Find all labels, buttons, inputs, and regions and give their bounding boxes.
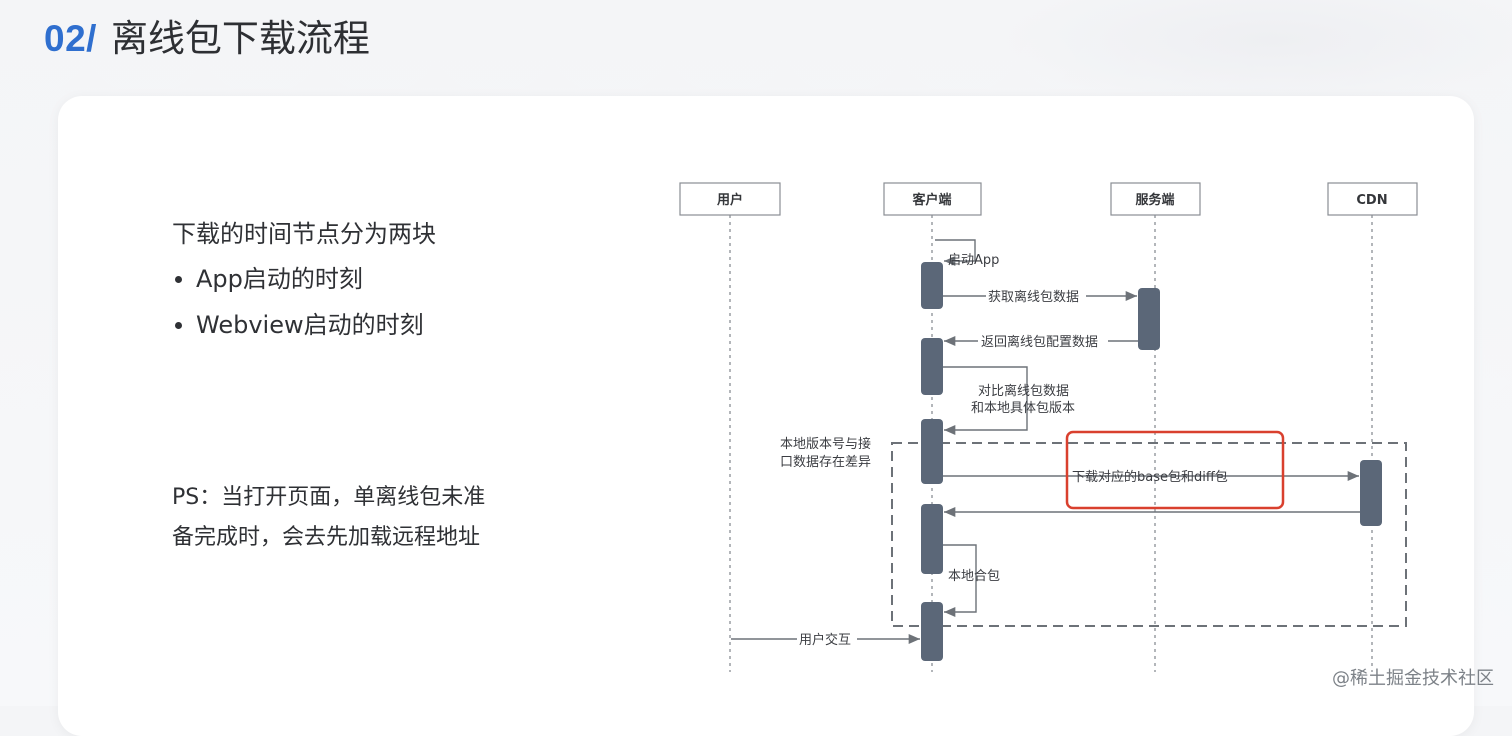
participant-server-label: 服务端 — [1135, 192, 1174, 208]
arrow-compare — [943, 366, 1028, 436]
label-return-config: 返回离线包配置数据 — [981, 334, 1098, 350]
lifelines — [729, 215, 1373, 672]
activation-client-3 — [921, 419, 943, 484]
highlight-box — [1065, 430, 1285, 510]
participant-user-label: 用户 — [716, 192, 743, 208]
label-merge: 本地合包 — [948, 569, 1000, 584]
participant-client-label: 客户端 — [912, 192, 951, 208]
label-download: 下载对应的base包和diff包 — [1072, 469, 1228, 485]
bullet-webview-launch: Webview启动的时刻 — [172, 302, 436, 348]
activation-client-1 — [921, 262, 943, 309]
activation-server-1 — [1138, 288, 1160, 350]
arrow-merge — [943, 544, 977, 618]
bullet-dot-icon — [175, 321, 182, 329]
label-backgrounds — [797, 288, 1108, 647]
activation-client-2 — [921, 338, 943, 395]
participant-user: 用户 — [679, 182, 781, 216]
label-compare-1: 对比离线包数据 — [978, 383, 1069, 399]
participant-cdn: CDN — [1327, 182, 1418, 216]
label-diff-note-2: 口数据存在差异 — [780, 455, 871, 470]
ps-note-line-2: 备完成时，会去先加载远程地址 — [172, 525, 481, 550]
activation-client-4 — [921, 504, 943, 574]
activation-bars — [921, 262, 1382, 661]
bullet-app-launch: App启动的时刻 — [172, 256, 436, 302]
intro-text: 下载的时间节点分为两块 — [172, 220, 436, 248]
activation-cdn — [1360, 460, 1382, 526]
label-compare-2: 和本地具体包版本 — [971, 401, 1075, 416]
watermark: @稀土掘金技术社区 — [1332, 668, 1494, 689]
slide-title: 离线包下载流程 — [110, 17, 370, 60]
bullet-dot-icon — [175, 275, 182, 283]
ps-note: PS：当打开页面，单离线包未准 备完成时，会去先加载远程地址 — [172, 478, 532, 558]
timing-description: 下载的时间节点分为两块 App启动的时刻 Webview启动的时刻 — [172, 212, 436, 348]
bullet-label: App启动的时刻 — [196, 265, 363, 293]
activation-client-5 — [921, 602, 943, 661]
label-launch-app: 启动App — [948, 253, 999, 268]
sequence-diagram: 用户 客户端 服务端 CDN — [679, 182, 1418, 672]
label-diff-note-1: 本地版本号与接 — [780, 436, 871, 452]
section-number: 02/ — [44, 18, 97, 59]
participant-client: 客户端 — [883, 182, 982, 216]
bullet-label: Webview启动的时刻 — [196, 311, 424, 339]
loop-frame — [891, 442, 1407, 627]
arrow-launch-app — [935, 239, 976, 267]
label-fetch-data: 获取离线包数据 — [988, 289, 1079, 305]
participant-server: 服务端 — [1110, 182, 1201, 216]
label-interact: 用户交互 — [799, 632, 851, 648]
participant-cdn-label: CDN — [1356, 193, 1387, 208]
ps-note-line-1: PS：当打开页面，单离线包未准 — [172, 485, 486, 510]
slide-header: 02/ 离线包下载流程 — [44, 8, 370, 64]
